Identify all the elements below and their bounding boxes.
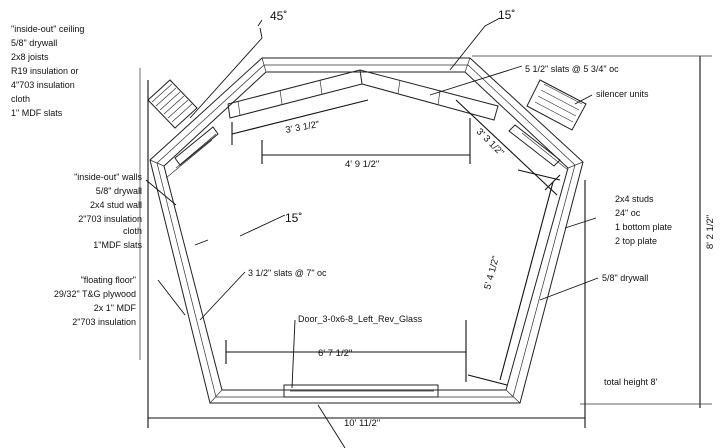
ceiling-note-line: "inside-out" ceiling bbox=[11, 24, 84, 34]
wall-note-line: "inside-out" walls bbox=[74, 172, 142, 182]
ceiling-note-line: R19 insulation or bbox=[11, 66, 79, 76]
room-walls bbox=[149, 57, 584, 404]
silencer-unit-left bbox=[147, 79, 198, 129]
door bbox=[283, 384, 439, 448]
floor-note-line: 2x 1" MDF bbox=[94, 303, 137, 313]
floor-note-line: 29/32" T&G plywood bbox=[54, 289, 136, 299]
studs-note-line: 24" oc bbox=[615, 208, 641, 218]
wall-note-line: 2x4 stud wall bbox=[90, 200, 142, 210]
dim-right-wall: 5' 4 1/2" bbox=[482, 255, 501, 291]
floor-note: "floating floor" 29/32" T&G plywood 2x 1… bbox=[54, 275, 137, 327]
wall-note-line: 5/8" drywall bbox=[96, 186, 142, 196]
right-slat-panel bbox=[508, 124, 569, 171]
wall-note-line: cloth bbox=[123, 226, 142, 236]
ceiling-note-line: 2x8 joists bbox=[11, 52, 49, 62]
angle-label-top-right: 15˚ bbox=[498, 8, 515, 22]
slats-top-note: 5 1/2" slats @ 5 3/4" oc bbox=[525, 64, 619, 74]
studs-note-line: 2 top plate bbox=[615, 236, 657, 246]
dimension-lines bbox=[139, 55, 712, 428]
wall-note-line: 2"703 insulation bbox=[78, 214, 142, 224]
total-height-note: total height 8' bbox=[604, 377, 658, 387]
dim-bottom-overall: 10' 11/2" bbox=[344, 418, 380, 429]
door-note: Door_3-0x6-8_Left_Rev_Glass bbox=[298, 314, 423, 324]
ceiling-note-line: 5/8" drywall bbox=[11, 38, 57, 48]
dim-top-left-panel: 3' 3 1/2" bbox=[285, 119, 321, 136]
dim-bottom-inner: 6' 7 1/2" bbox=[318, 348, 352, 359]
studs-note-line: 2x4 studs bbox=[615, 194, 654, 204]
slats-mid-note: 3 1/2" slats @ 7" oc bbox=[248, 268, 327, 278]
studs-note: 2x4 studs 24" oc 1 bottom plate 2 top pl… bbox=[615, 194, 672, 246]
wall-note-line: 1"MDF slats bbox=[93, 240, 142, 250]
ceiling-note-line: 1" MDF slats bbox=[11, 108, 63, 118]
wall-note: "inside-out" walls 5/8" drywall 2x4 stud… bbox=[74, 172, 142, 250]
angle-label-middle: 15˚ bbox=[285, 211, 302, 225]
dim-top-span: 4' 9 1/2" bbox=[345, 159, 379, 170]
floor-note-line: "floating floor" bbox=[81, 275, 136, 285]
leader-lines bbox=[145, 17, 599, 389]
studs-note-line: 1 bottom plate bbox=[615, 222, 672, 232]
angle-label-top-left: 45˚ bbox=[270, 9, 287, 23]
ceiling-note-line: cloth bbox=[11, 94, 30, 104]
silencer-note: silencer units bbox=[596, 89, 649, 99]
ceiling-slats bbox=[227, 69, 499, 121]
silencer-unit-right bbox=[526, 79, 587, 131]
floor-note-line: 2"703 insulation bbox=[72, 317, 136, 327]
drywall-right-note: 5/8" drywall bbox=[602, 273, 648, 283]
ceiling-note: "inside-out" ceiling 5/8" drywall 2x8 jo… bbox=[11, 24, 84, 118]
left-slat-panel bbox=[165, 126, 219, 179]
ceiling-note-line: 4"703 insulation bbox=[11, 80, 75, 90]
dim-overall-height: 8' 2 1/2" bbox=[705, 215, 716, 249]
